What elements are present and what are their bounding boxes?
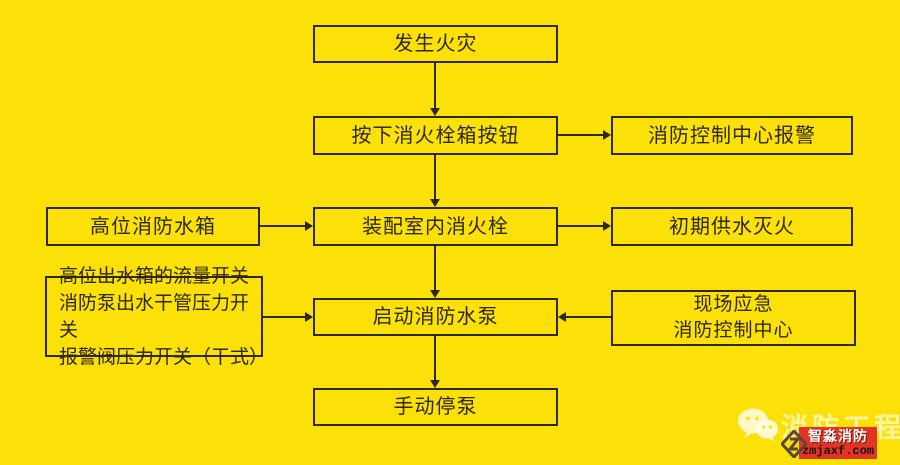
node-manual-pump-stop: 手动停泵 <box>313 388 558 426</box>
node-indoor-hydrant: 装配室内消火栓 <box>313 207 558 246</box>
node-initial-water-supply: 初期供水灭火 <box>611 207 853 246</box>
node-start-fire-pump: 启动消防水泵 <box>313 298 558 336</box>
node-fire-occurs: 发生火灾 <box>313 25 558 63</box>
onsite-line-1: 现场应急 <box>693 294 774 315</box>
wechat-bubbles-icon <box>738 408 778 442</box>
switch-line-1: 高位出水箱的流量开关 <box>59 265 250 287</box>
switch-line-2: 消防泵出水干管压力开关 <box>59 292 250 341</box>
badge-url: zmjaxf.com <box>801 443 874 458</box>
node-control-center-alarm: 消防控制中心报警 <box>611 116 853 155</box>
badge-title: 智淼消防 <box>808 427 868 444</box>
node-onsite-emergency-center: 现场应急 消防控制中心 <box>611 290 856 346</box>
zhimiao-badge: 智淼消防 zmjaxf.com <box>799 427 877 459</box>
node-press-hydrant-button: 按下消火栓箱按钮 <box>313 116 558 155</box>
zhimiao-diamond-logo-icon <box>781 430 807 458</box>
node-pressure-flow-switches: 高位出水箱的流量开关 消防泵出水干管压力开关 报警阀压力开关（干式） <box>45 266 268 368</box>
switch-line-3: 报警阀压力开关（干式） <box>59 346 269 368</box>
node-high-level-tank: 高位消防水箱 <box>46 207 260 246</box>
onsite-line-2: 消防控制中心 <box>673 320 794 341</box>
